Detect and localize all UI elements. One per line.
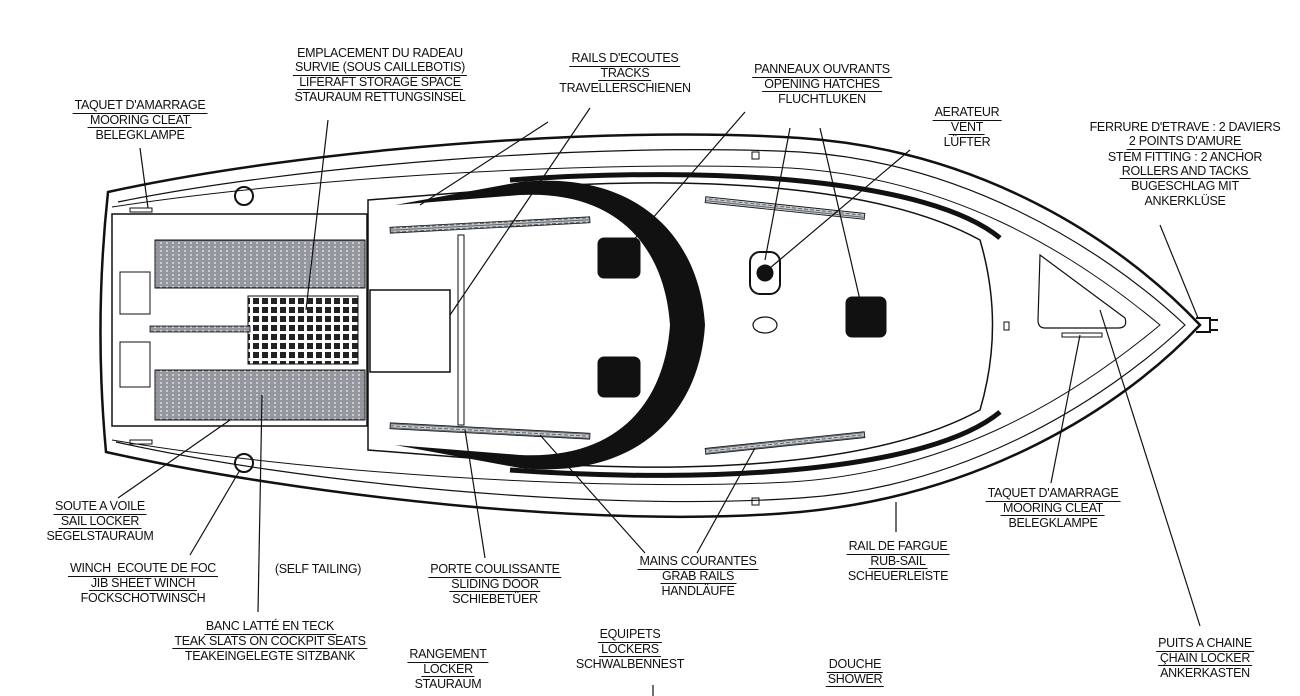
label-sail-locker: SOUTE A VOILE SAIL LOCKER SEGELSTAURAUM <box>46 499 154 543</box>
winch <box>234 186 254 206</box>
stern-cleat <box>129 439 153 445</box>
hull-outline <box>99 133 1202 519</box>
label-self-tailing: (SELF TAILING) <box>274 562 362 576</box>
traveller <box>457 234 465 426</box>
label-mooring-cleat-bow: TAQUET D'AMARRAGE MOORING CLEAT BELEGKLA… <box>985 486 1121 530</box>
deck-edge <box>111 165 1161 486</box>
label-locker: RANGEMENT LOCKER STAURAUM <box>407 647 489 691</box>
label-winch: WINCH ECOUTE DE FOC JIB SHEET WINCH FOCK… <box>67 561 219 605</box>
hatch <box>845 296 887 338</box>
chain-locker-lid <box>1037 253 1127 329</box>
vent <box>749 251 781 295</box>
label-liferaft: EMPLACEMENT DU RADEAU SURVIE (SOUS CAILL… <box>292 46 468 104</box>
stern-cleat <box>129 207 153 213</box>
liferaft-grating <box>247 295 359 365</box>
toe-rail <box>115 149 1186 503</box>
coaming-band-outer <box>509 172 1002 240</box>
label-hatches: PANNEAUX OUVRANTS OPENING HATCHES FLUCHT… <box>752 62 892 106</box>
leader-lines <box>117 107 1201 696</box>
sliding-door <box>369 289 451 373</box>
label-vent: AERATEUR VENT LÜFTER <box>932 105 1002 149</box>
cockpit-seat-top <box>154 239 366 289</box>
label-mooring-cleat-stern: TAQUET D'AMARRAGE MOORING CLEAT BELEGKLA… <box>72 98 208 142</box>
stern-locker-1 <box>119 271 151 315</box>
track <box>389 422 591 440</box>
track <box>389 216 591 234</box>
winch <box>234 453 254 473</box>
label-chain-locker: PUITS A CHAINE ÇHAIN LOCKER ANKERKASTEN <box>1156 636 1254 680</box>
label-sliding-door: PORTE COULISSANTE SLIDING DOOR SCHIEBETÜ… <box>428 562 562 606</box>
mast-step <box>752 316 778 334</box>
bow-cleat <box>1061 332 1103 338</box>
label-shower: DOUCHE SHOWER <box>825 657 885 687</box>
label-tracks: RAILS D'ECOUTES TRACKS TRAVELLERSCHIENEN <box>559 51 691 95</box>
grab-rail <box>704 196 866 220</box>
hatch <box>597 237 641 279</box>
stem-fitting <box>1196 317 1218 333</box>
cabin-top <box>367 182 994 468</box>
cockpit-seat-bottom <box>154 369 366 421</box>
stern-locker-2 <box>119 341 151 388</box>
hatch <box>597 356 641 398</box>
label-teak-slats: BANC LATTÉ EN TECK TEAK SLATS ON COCKPIT… <box>172 619 368 663</box>
coaming-band-outer-b <box>509 410 1002 478</box>
cockpit <box>111 213 368 427</box>
label-stem-fitting: FERRURE D'ETRAVE : 2 DAVIERS 2 POINTS D'… <box>1089 120 1281 208</box>
grab-rail <box>704 431 866 455</box>
label-rub-rail: RAIL DE FARGUE RUB-SAIL SCHEUERLEISTE <box>846 539 950 583</box>
tiller <box>149 325 251 333</box>
label-lockers: EQUIPETS LOCKERS SCHWALBENNEST <box>575 627 685 671</box>
label-grab-rails: MAINS COURANTES GRAB RAILS HANDLÄUFE <box>637 554 759 598</box>
